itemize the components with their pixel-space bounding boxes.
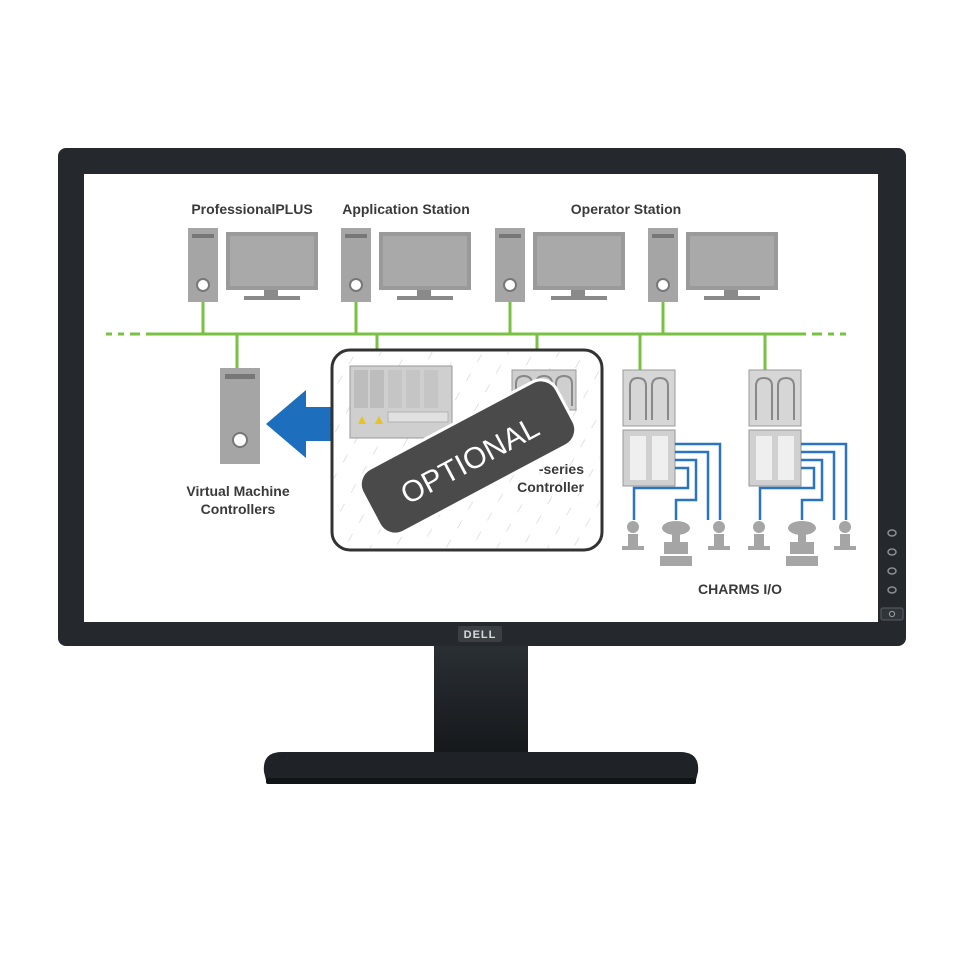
label-virtual-machine-line2: Controllers — [201, 501, 276, 517]
workstation-operator-station-2 — [648, 228, 778, 302]
workstation-operator-station-1 — [495, 228, 625, 302]
migration-arrow — [266, 390, 344, 458]
label-controller-line1: -series — [539, 461, 584, 477]
charms-controller-1 — [622, 369, 676, 487]
legacy-controller-rack — [349, 365, 453, 439]
field-devices-1 — [622, 521, 730, 566]
monitor-side-buttons[interactable] — [887, 529, 897, 594]
charms-controller-2 — [748, 369, 802, 487]
label-charms-io: CHARMS I/O — [698, 581, 782, 597]
label-operator-station: Operator Station — [571, 201, 681, 217]
field-devices-2 — [748, 521, 856, 566]
label-application-station: Application Station — [342, 201, 470, 217]
label-virtual-machine-line1: Virtual Machine — [186, 483, 289, 499]
dell-logo: DELL — [458, 626, 502, 642]
charms-wiring-2 — [758, 442, 848, 520]
monitor-stand-base — [263, 752, 699, 780]
charms-wiring-1 — [632, 442, 722, 520]
label-controller-line2: Controller — [517, 479, 584, 495]
network-diagram: ProfessionalPLUS Application Station Ope… — [106, 201, 856, 597]
virtual-machine-server — [220, 368, 260, 464]
workstation-application-station — [341, 228, 471, 302]
label-professionalplus: ProfessionalPLUS — [191, 201, 312, 217]
power-button[interactable] — [880, 607, 904, 621]
workstation-professionalplus — [188, 228, 318, 302]
svg-text:DELL: DELL — [464, 629, 497, 641]
monitor-stand-neck — [434, 646, 528, 754]
